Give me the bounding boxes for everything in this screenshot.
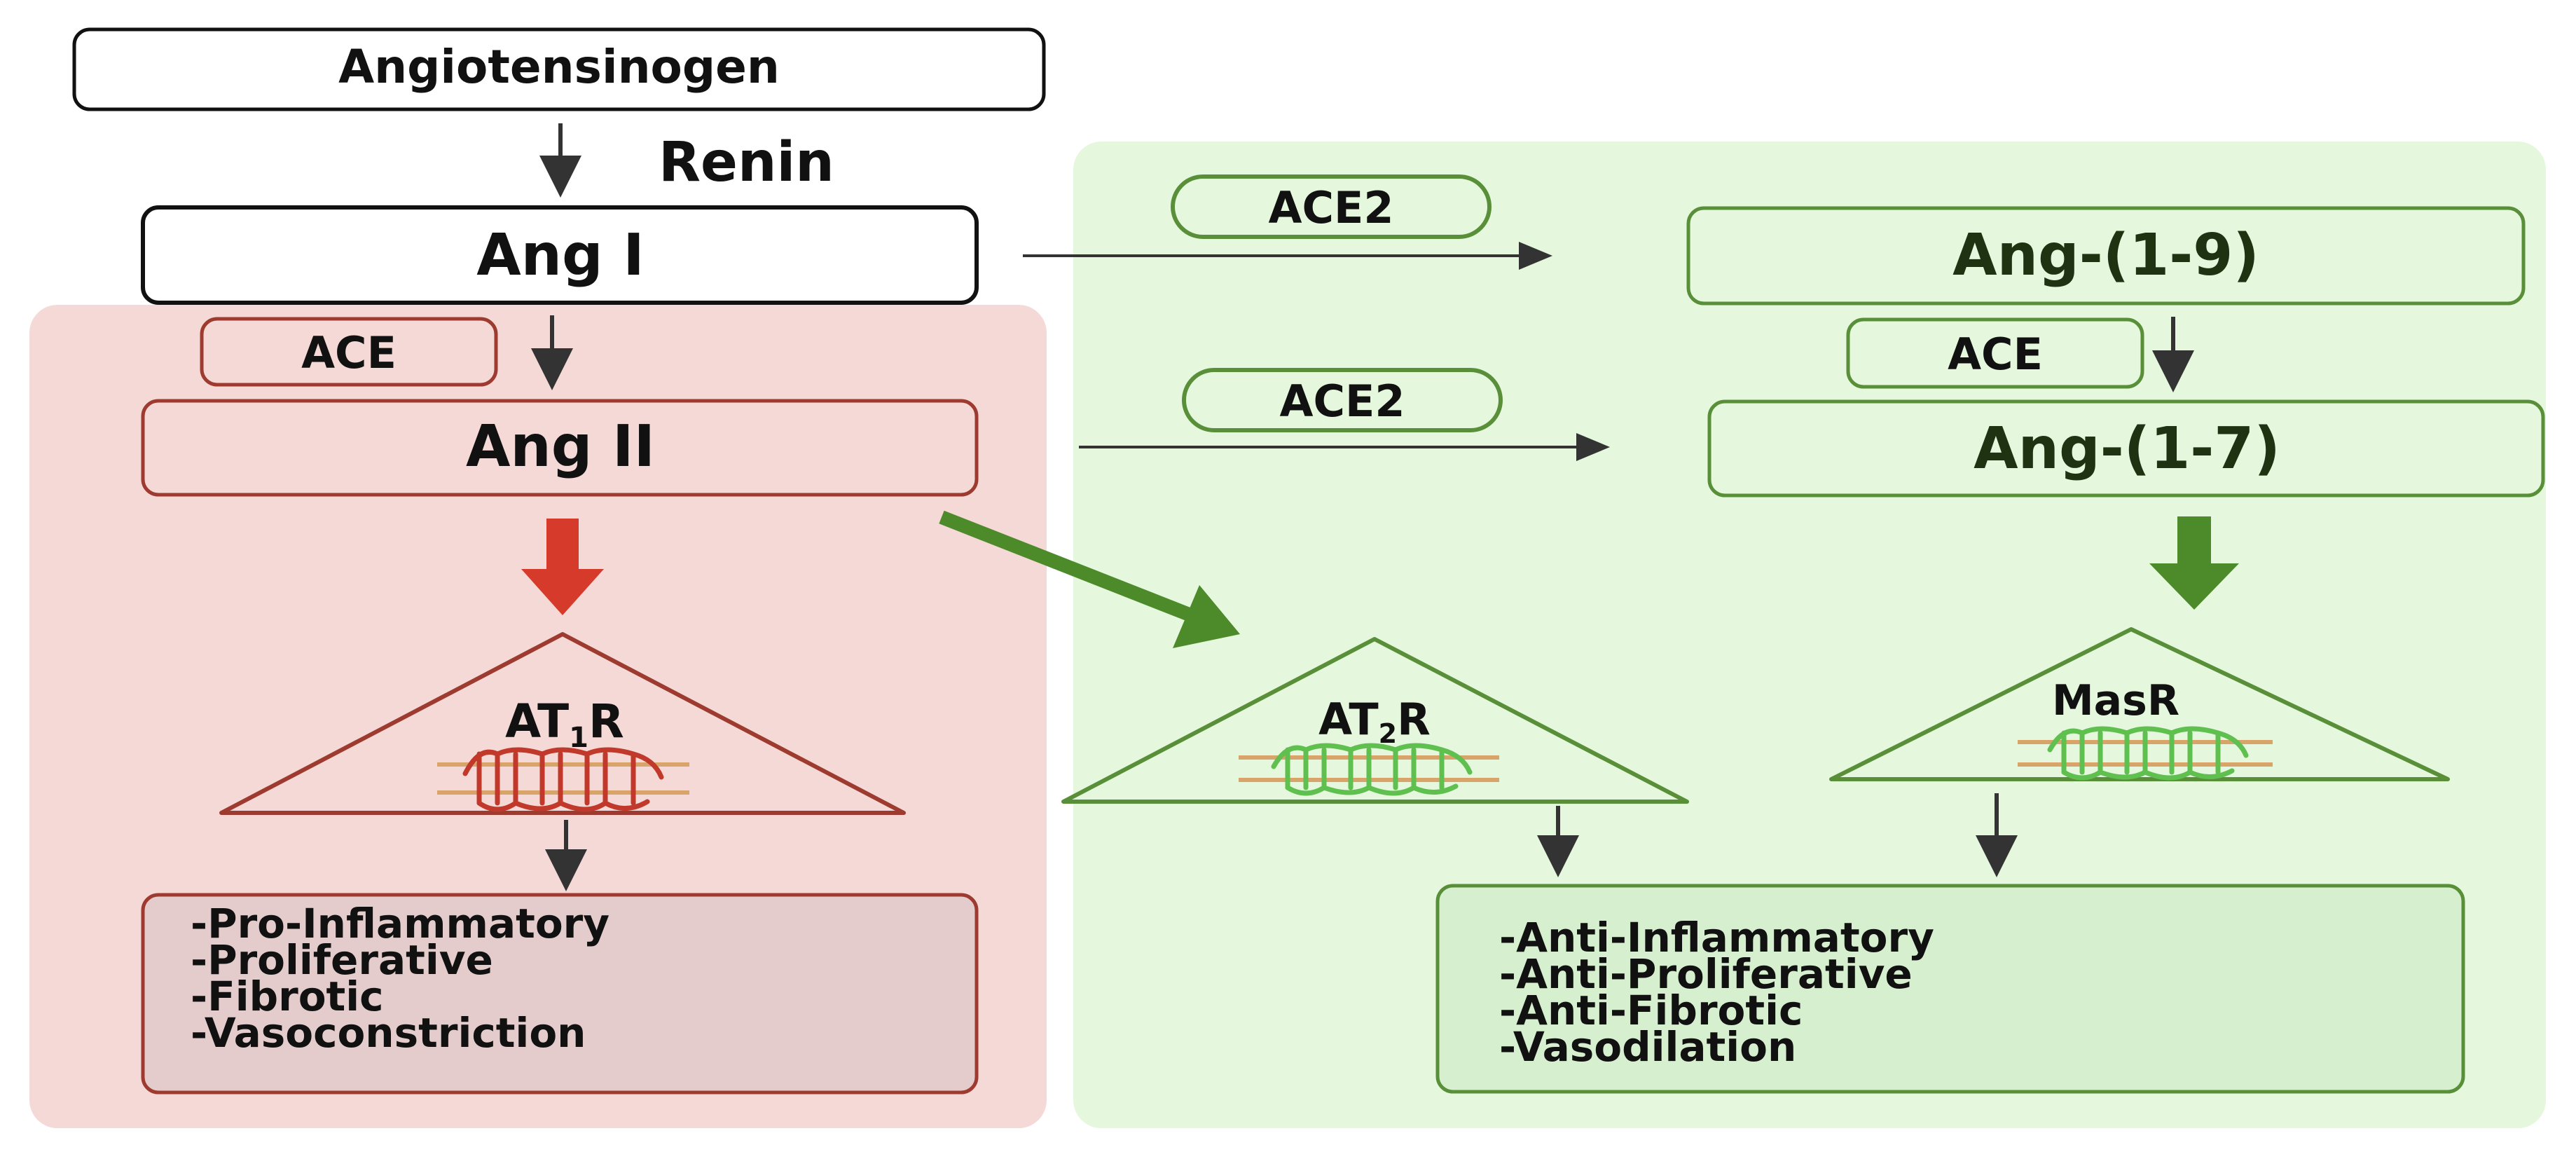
ace-left-label: ACE	[301, 327, 397, 378]
at1r-triangle	[219, 632, 906, 815]
ace2-top-label: ACE2	[1269, 182, 1394, 233]
harmful-effect-1: -Pro-Inflammatory	[191, 900, 609, 947]
harmful-effect-4: -Vasoconstriction	[191, 1009, 586, 1057]
at1r-main: AT	[505, 694, 569, 748]
renin-label: Renin	[659, 131, 834, 194]
ang1-7-label: Ang-(1-7)	[1974, 416, 2280, 482]
harmful-effect-2: -Proliferative	[191, 936, 493, 984]
ang2-label: Ang II	[466, 413, 655, 480]
ace2-mid-label: ACE2	[1280, 376, 1405, 427]
at2r-receptor-icon	[1239, 743, 1499, 796]
at1r-receptor-icon	[437, 747, 689, 812]
at1r-label: AT1R	[505, 694, 624, 754]
ang2-to-at2r-arrow	[939, 510, 1240, 648]
protective-effects-box	[1435, 884, 2465, 1094]
angiotensinogen-box	[72, 27, 1046, 111]
ang1-7-to-masr-arrow	[2149, 516, 2239, 610]
at1r-tail: R	[588, 694, 624, 748]
ang2-box	[141, 399, 979, 497]
protective-effect-1: -Anti-Inflammatory	[1499, 914, 1934, 961]
protective-effect-2: -Anti-Proliferative	[1499, 950, 1913, 998]
angiotensinogen-label: Angiotensinogen	[338, 40, 780, 94]
ang1-7-box	[1707, 399, 2545, 498]
harmful-effect-3: -Fibrotic	[191, 973, 384, 1020]
protective-effect-3: -Anti-Fibrotic	[1499, 987, 1803, 1034]
ace-right-pill	[1846, 317, 2144, 389]
masr-triangle	[1829, 627, 2450, 781]
ace-right-label: ACE	[1948, 329, 2043, 380]
ace2-top-pill	[1171, 174, 1492, 239]
ace-left-pill	[200, 317, 498, 387]
harmful-effects-box	[141, 893, 979, 1095]
ang1-9-label: Ang-(1-9)	[1952, 222, 2259, 289]
ang1-label: Ang I	[476, 222, 645, 289]
ace2-mid-pill	[1182, 368, 1503, 432]
at2r-triangle	[1061, 637, 1689, 804]
masr-receptor-icon	[2018, 726, 2273, 781]
ang1-9-box	[1686, 206, 2526, 306]
protective-effect-4: -Vasodilation	[1499, 1023, 1796, 1071]
ang1-box	[141, 205, 979, 305]
at2r-subscript: 2	[1379, 718, 1397, 749]
ang2-to-at1r-arrow	[521, 519, 604, 615]
at2r-main: AT	[1318, 694, 1378, 745]
at2r-tail: R	[1397, 694, 1431, 745]
at2r-label: AT2R	[1318, 694, 1431, 749]
masr-label: MasR	[2052, 676, 2179, 725]
